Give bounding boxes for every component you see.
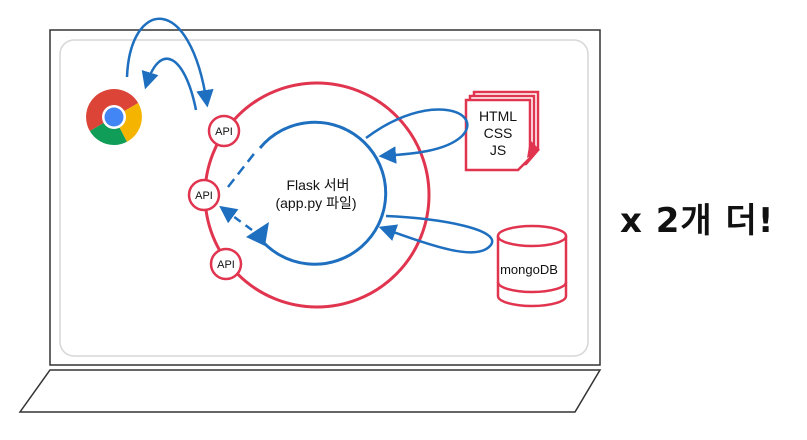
- server-label-line1: Flask 서버: [286, 177, 349, 193]
- document-stack-icon: HTML CSS JS: [464, 90, 540, 172]
- server-loop-arc: [256, 120, 388, 266]
- api-node-1: API: [207, 114, 241, 148]
- files-label-js: JS: [490, 142, 506, 158]
- database-label: mongoDB: [500, 262, 558, 277]
- files-label-css: CSS: [484, 125, 513, 141]
- arrow-files-to-server: [365, 108, 469, 164]
- api-label: API: [215, 126, 233, 138]
- arrow-chrome-to-api: [125, 17, 214, 108]
- api-node-3: API: [209, 247, 243, 281]
- chrome-logo-icon: [86, 89, 142, 145]
- arrow-to-api-2: [219, 205, 253, 232]
- loop-arrowhead: [246, 222, 269, 246]
- arrow-api-to-chrome: [141, 57, 198, 111]
- api-label: API: [195, 190, 213, 202]
- files-label-html: HTML: [479, 108, 517, 124]
- api-label: API: [217, 259, 235, 271]
- database-cylinder-icon: mongoDB: [496, 224, 568, 308]
- arrow-db-to-server: [378, 214, 494, 254]
- laptop-keyboard-base: [18, 369, 602, 413]
- server-label-line2: (app.py 파일): [275, 195, 356, 211]
- laptop-icon: [18, 29, 602, 413]
- caption-text: x 2개 더!: [620, 201, 775, 241]
- api-node-2: API: [187, 178, 221, 212]
- laptop-screen-inner: [59, 39, 589, 357]
- arrow-from-api-2: [227, 149, 258, 188]
